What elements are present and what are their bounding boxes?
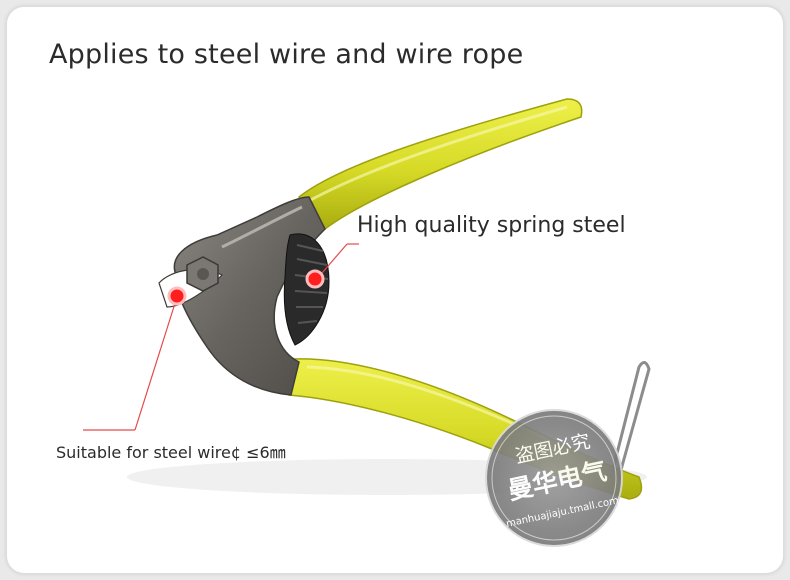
product-card: 盗图必究 曼华电气 manhuajiaju.tmall.com Applies … [6, 6, 784, 574]
spring-marker-dot [305, 269, 325, 289]
upper-handle [297, 98, 583, 231]
jaw-marker-dot [167, 286, 187, 306]
page-title: Applies to steel wire and wire rope [49, 39, 524, 70]
spring-steel-label: High quality spring steel [357, 213, 626, 238]
hanging-hook [609, 361, 651, 478]
watermark-seal: 盗图必究 曼华电气 manhuajiaju.tmall.com [485, 409, 623, 547]
wire-capacity-label: Suitable for steel wire¢ ≤6㎜ [56, 443, 286, 462]
wire-cutter-photo: 盗图必究 曼华电气 manhuajiaju.tmall.com [83, 98, 651, 547]
spring-grip [283, 233, 330, 346]
